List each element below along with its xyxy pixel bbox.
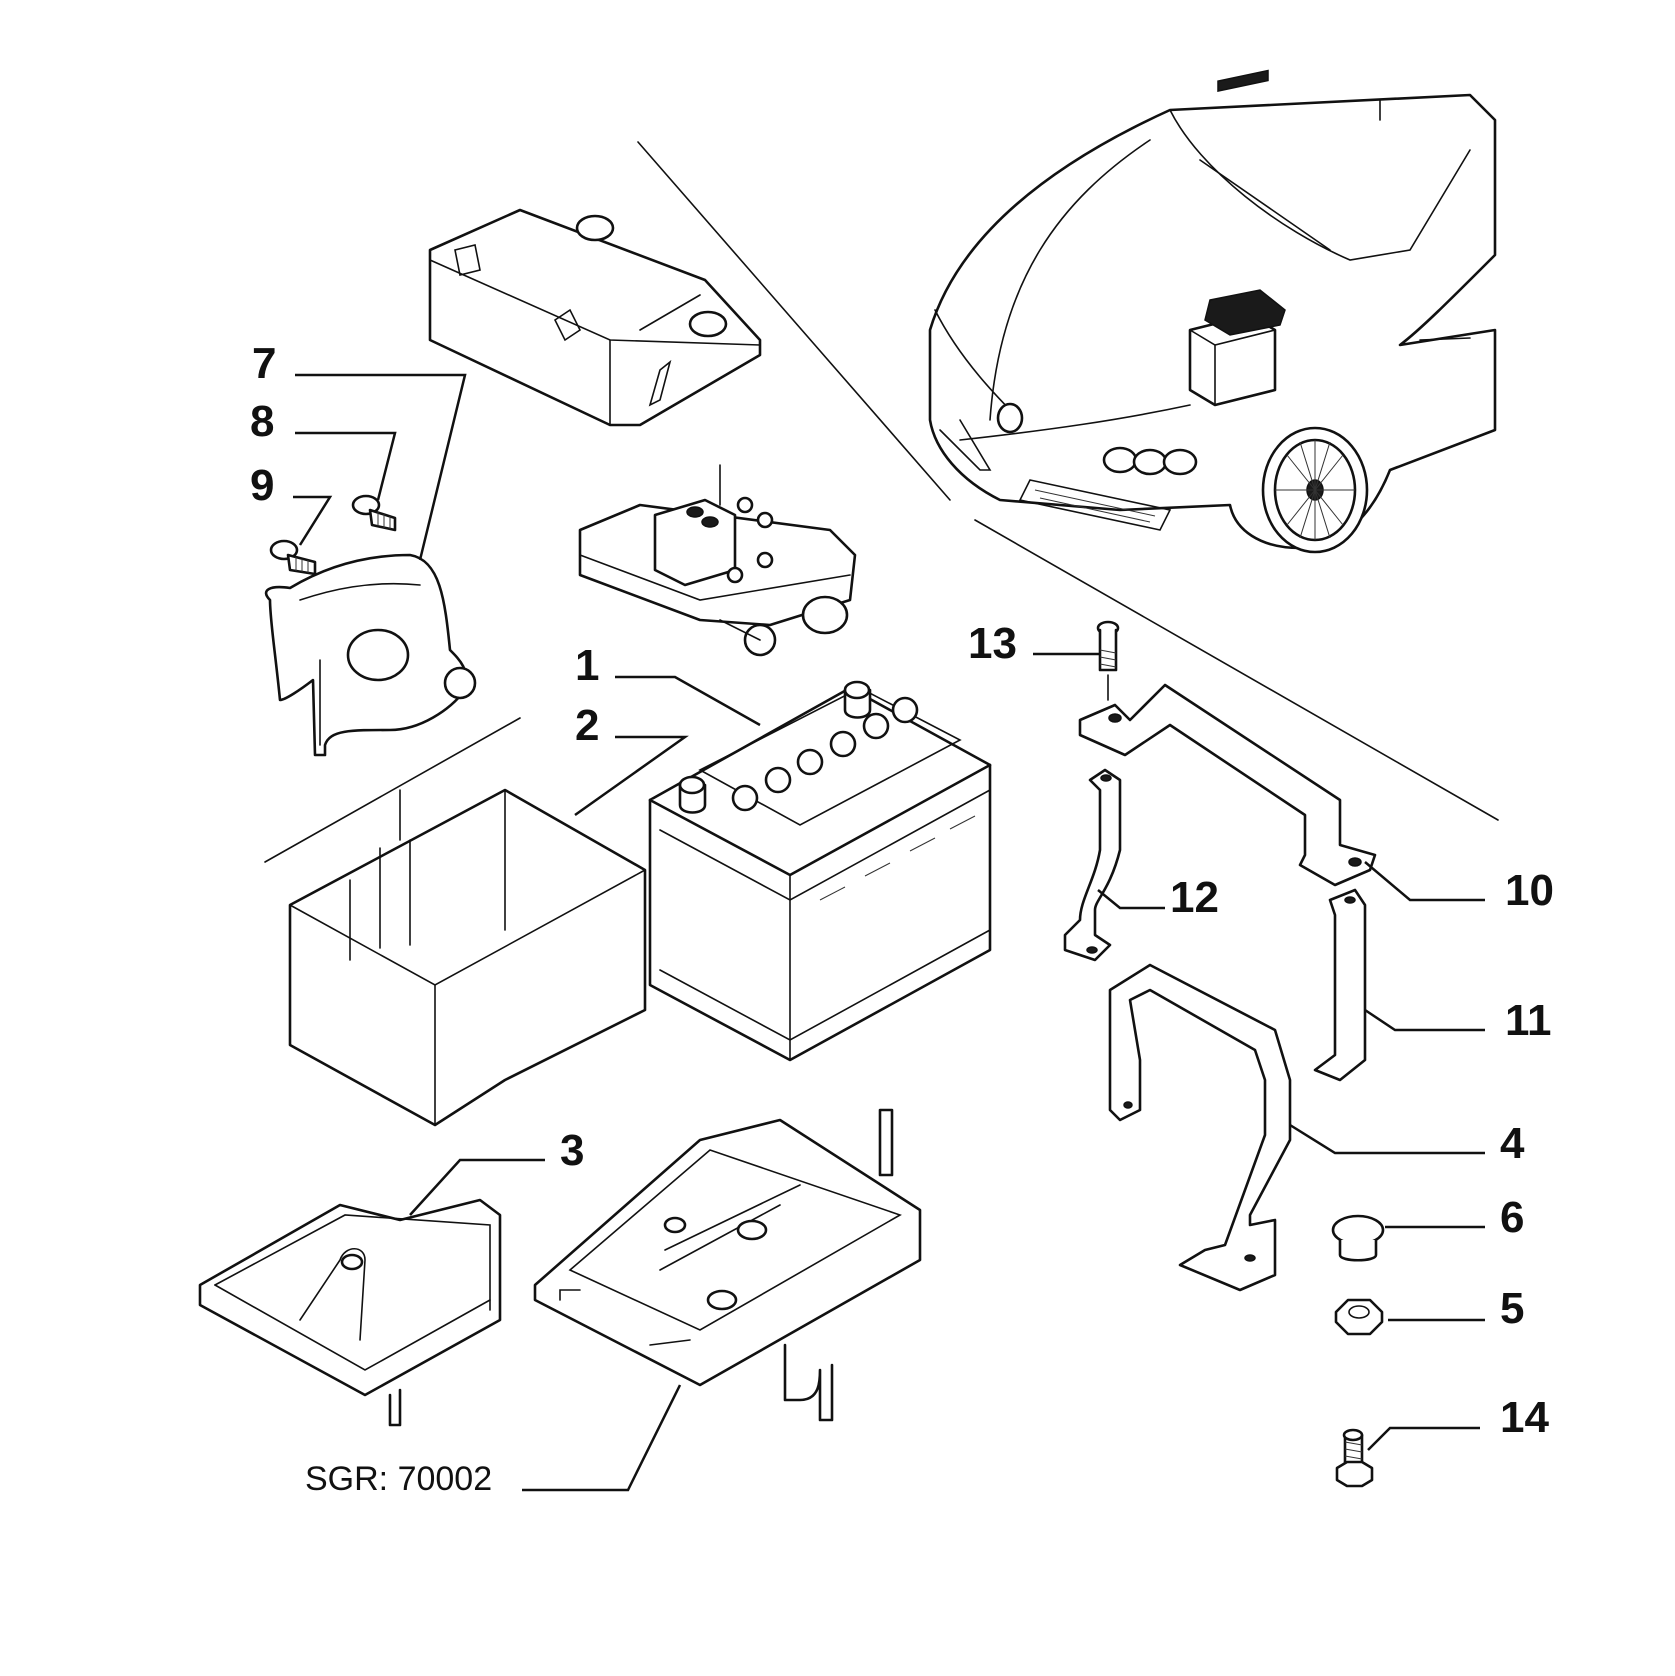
plug-part-6 [1331,1214,1385,1262]
screw-part-9 [269,539,317,576]
car-front-illustration [928,69,1497,554]
callout-12: 12 [1170,873,1219,922]
clamp-part-4 [1108,963,1292,1292]
section-divider-lines [264,141,1499,863]
battery-terminal-posts [678,680,872,814]
battery-box-part [288,788,647,1127]
callout-1: 1 [575,641,599,690]
callout-9: 9 [250,461,274,510]
callout-14: 14 [1500,1393,1549,1442]
sgr-reference-code: SGR: 70002 [305,1460,492,1498]
battery-support-tray [533,1108,922,1422]
callout-labels: 1 2 3 4 5 6 7 8 9 10 11 12 13 14 [250,339,1554,1442]
bracket-part-11 [1313,888,1367,1082]
callout-3: 3 [560,1126,584,1175]
terminal-fuse-box [578,464,857,657]
screw-part-8 [351,494,397,532]
terminal-cap-part [264,553,477,757]
leader-lines [293,373,1485,1492]
callout-2: 2 [575,701,599,750]
battery-location-highlight [1188,69,1286,407]
callout-13: 13 [968,619,1017,668]
callout-8: 8 [250,397,274,446]
bracket-part-12 [1063,768,1122,962]
callout-4: 4 [1500,1119,1525,1168]
hold-down-bracket-10 [1078,683,1377,887]
battery-part [648,680,992,1062]
bolt-part-13 [1096,620,1120,701]
callout-5: 5 [1500,1284,1524,1333]
callout-7: 7 [252,339,276,388]
callout-11: 11 [1505,996,1552,1045]
callout-6: 6 [1500,1193,1524,1242]
battery-tray-small [198,1198,502,1427]
bolt-part-14 [1335,1428,1374,1488]
battery-vent-caps [731,696,919,812]
callout-10: 10 [1505,866,1554,915]
nut-part-5 [1334,1298,1384,1336]
battery-top-cover [428,208,762,427]
